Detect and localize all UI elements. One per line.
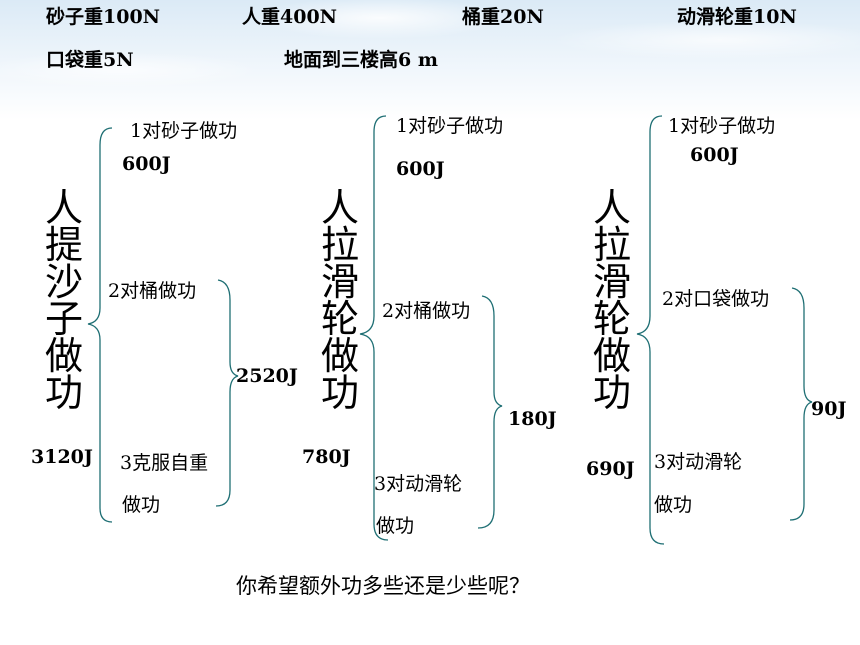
col1-title-char: 提 [44,223,83,267]
col2-title-char: 功 [320,371,359,415]
col1-item2: 2对桶做功 [108,280,197,302]
col3-outer-brace [636,115,665,545]
col1-item1-value: 600J [122,153,171,175]
question-text: 你希望额外功多些还是少些呢？ [236,574,530,598]
given-person-weight: 人重400N [242,6,338,28]
col1-item1: 1对砂子做功 [130,120,238,142]
col2-extra-value: 180J [508,408,557,430]
col3-inner-brace [789,287,813,521]
col2-inner-brace [477,295,503,529]
col1-title-char: 沙 [44,260,83,304]
col1-item3-line1: 3克服自重 [120,452,209,474]
col3-item1: 1对砂子做功 [668,115,776,137]
given-sand-weight: 砂子重100N [46,6,161,28]
col3-item2: 2对口袋做功 [662,288,770,310]
col2-title-char: 人 [320,186,359,230]
col2-title-char: 滑 [320,260,359,304]
col3-title-char: 做 [592,334,631,378]
col1-total: 3120J [31,446,93,468]
col3-item3-line1: 3对动滑轮 [654,451,743,473]
col1-title-char: 人 [44,186,83,230]
given-bag-weight: 口袋重5N [46,49,134,71]
col2-total: 780J [302,446,351,468]
col3-title-char: 功 [592,371,631,415]
col1-inner-brace [215,279,239,507]
col2-item1: 1对砂子做功 [396,115,504,137]
col3-item1-value: 600J [690,144,739,166]
col3-title-char: 拉 [592,223,631,267]
col2-title-char: 做 [320,334,359,378]
col1-item3-line2: 做功 [122,494,161,516]
col2-item3-line1: 3对动滑轮 [374,473,463,495]
col1-title-char: 功 [44,371,83,415]
col2-item3-line2: 做功 [376,515,415,537]
col2-title-char: 轮 [320,297,359,341]
col3-item3-line2: 做功 [654,494,693,516]
col3-extra-value: 90J [811,398,847,420]
given-height: 地面到三楼高6 m [284,49,438,71]
col3-title-char: 轮 [592,297,631,341]
col1-outer-brace [87,127,113,523]
col2-title-char: 拉 [320,223,359,267]
col1-title-char: 子 [44,297,83,341]
col1-extra-value: 2520J [236,365,298,387]
given-pulley-weight: 动滑轮重10N [677,6,797,28]
col2-item1-value: 600J [396,158,445,180]
col1-title-char: 做 [44,334,83,378]
col3-title-char: 人 [592,186,631,230]
col2-title: 人 拉 滑 轮 做 功 [320,186,360,415]
col1-title: 人 提 沙 子 做 功 [44,186,84,415]
col3-total: 690J [586,458,635,480]
col3-title-char: 滑 [592,260,631,304]
given-bucket-weight: 桶重20N [462,6,544,28]
col2-outer-brace [359,115,389,541]
col2-item2: 2对桶做功 [382,300,471,322]
col3-title: 人 拉 滑 轮 做 功 [592,186,632,415]
